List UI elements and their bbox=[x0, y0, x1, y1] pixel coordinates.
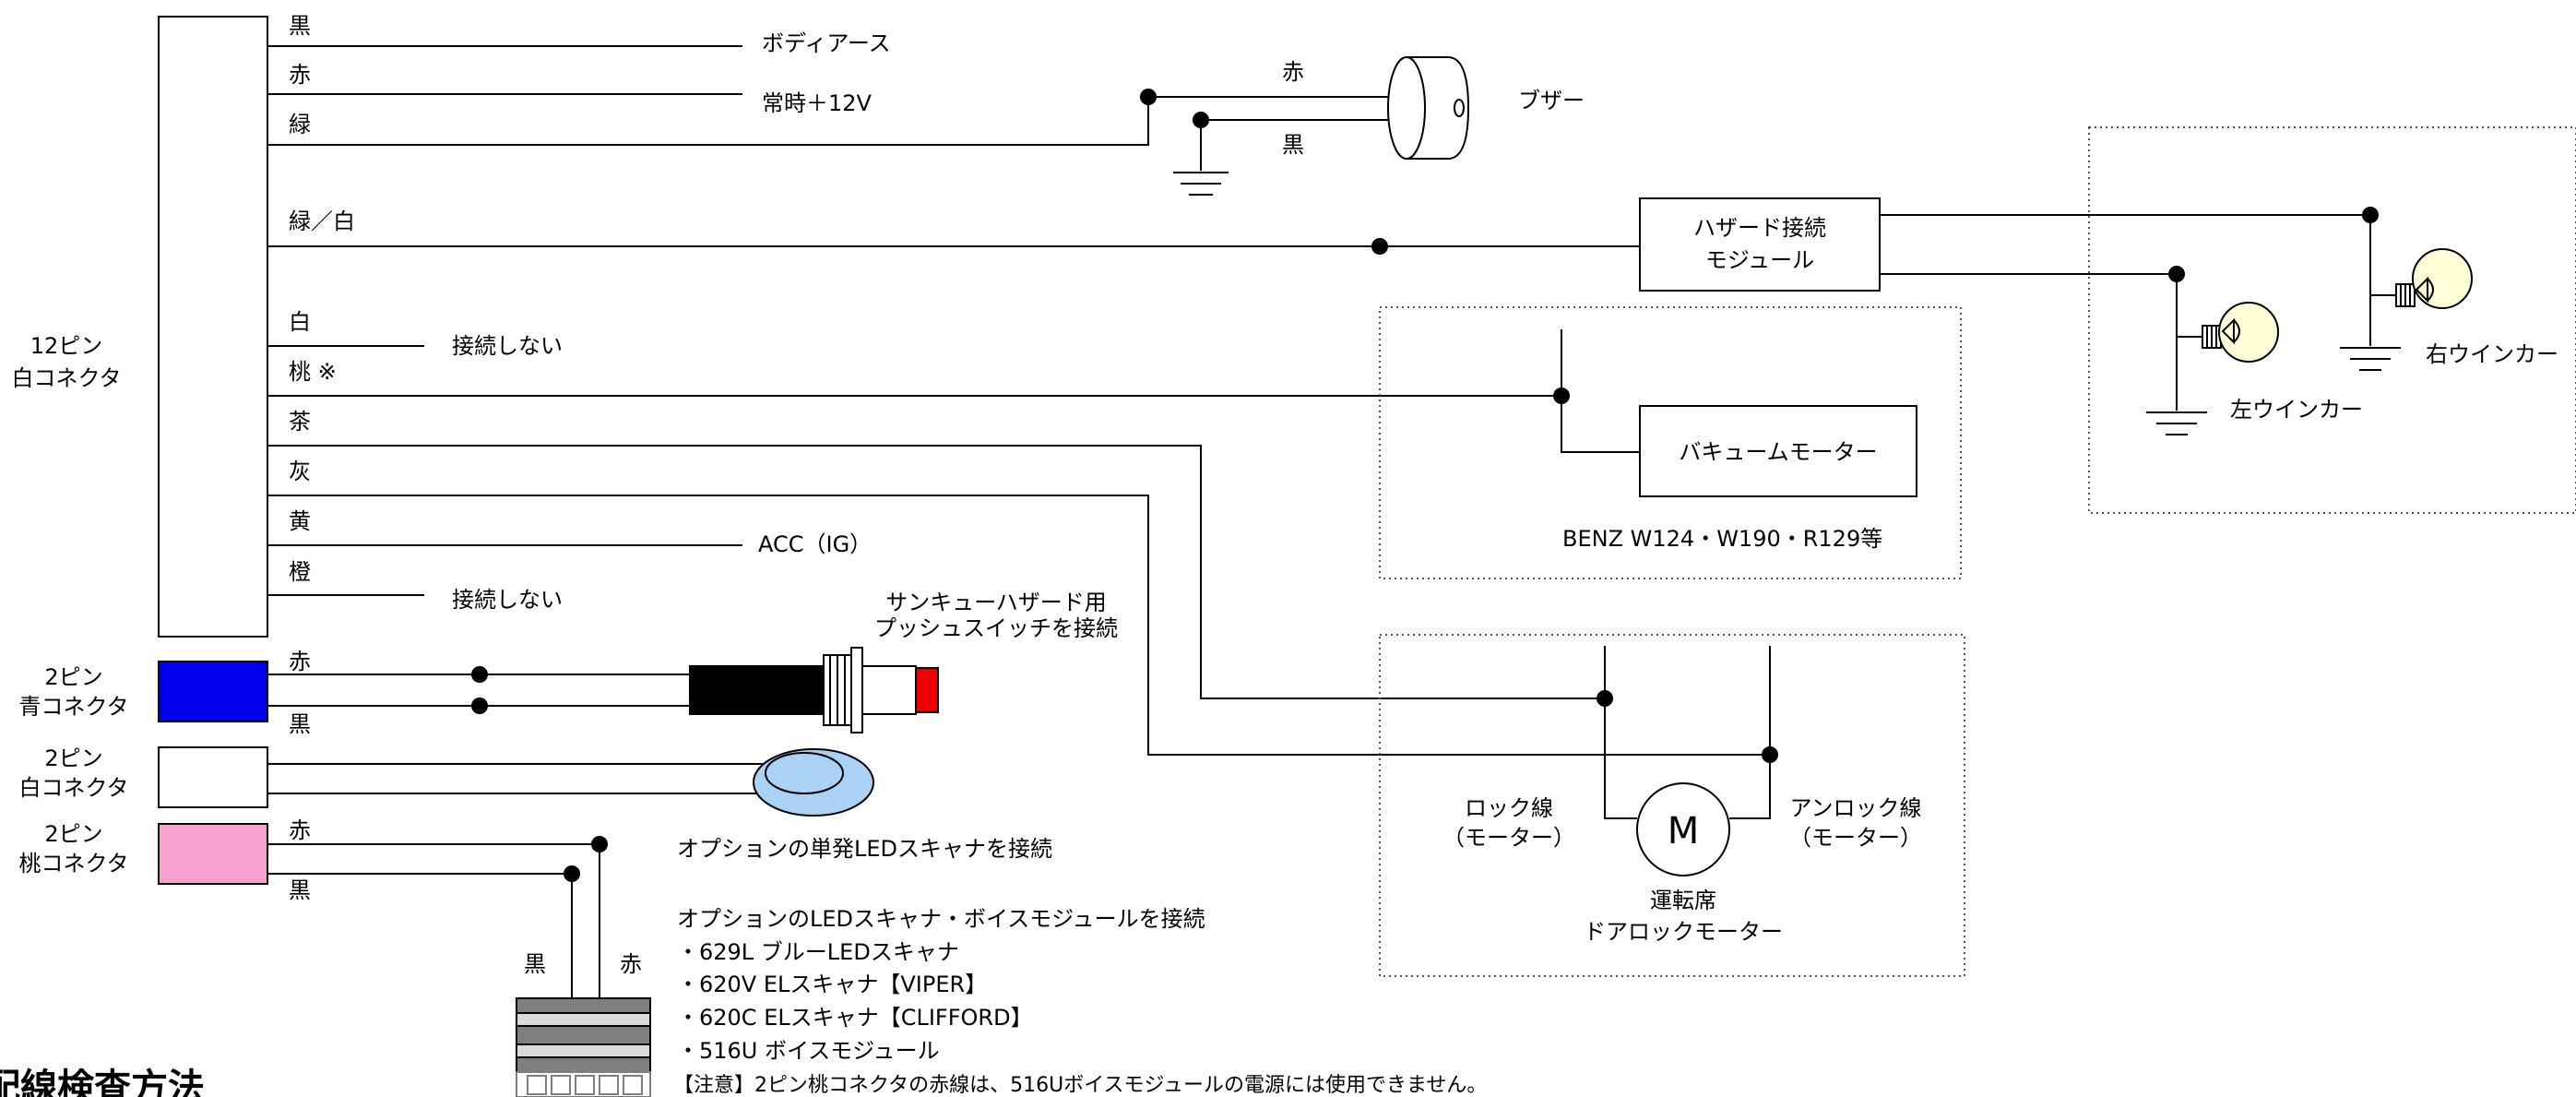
wire-label-gray: 灰 bbox=[289, 459, 311, 484]
connector-blue-wire-red: 赤 bbox=[289, 649, 311, 674]
dest-constant-12v: 常時＋12V bbox=[762, 90, 873, 116]
wire-label-brown: 茶 bbox=[289, 409, 311, 435]
dest-no-connect-2: 接続しない bbox=[452, 587, 563, 613]
wire-label-green: 緑 bbox=[289, 112, 311, 137]
door-lock-area-box bbox=[1379, 634, 1965, 977]
hazard-module-label-1: ハザード接続 bbox=[1693, 215, 1826, 241]
connector-pink-wire-black: 黒 bbox=[289, 877, 311, 903]
left-blinker-bulb-icon bbox=[2202, 302, 2279, 363]
buzzer-icon bbox=[1387, 56, 1470, 160]
junction-dots bbox=[471, 89, 2379, 882]
door-lock-caption-2: ドアロックモーター bbox=[1584, 919, 1783, 945]
wire-label-orange: 橙 bbox=[289, 559, 311, 585]
unlock-wire-sub: （モーター） bbox=[1789, 825, 1922, 851]
plug-wire-red: 赤 bbox=[620, 951, 642, 977]
right-blinker-label: 右ウインカー bbox=[2426, 341, 2558, 367]
connector-pink-label-2: 桃コネクタ bbox=[18, 851, 128, 876]
led-scanner-note: 【注意】2ピン桃コネクタの赤線は、516Uボイスモジュールの電源には使用できませ… bbox=[673, 1074, 1487, 1097]
dest-body-ground: ボディアース bbox=[762, 30, 891, 56]
left-blinker-label: 左ウインカー bbox=[2230, 397, 2363, 423]
connector-white-label-2: 白コネクタ bbox=[18, 775, 128, 801]
push-switch-icon bbox=[689, 647, 939, 733]
vacuum-motor-label: バキュームモーター bbox=[1679, 439, 1877, 465]
connector-pink-body bbox=[158, 823, 268, 885]
right-blinker-bulb-icon bbox=[2395, 248, 2473, 309]
wire-label-pink: 桃 ※ bbox=[289, 359, 337, 385]
led-scanner-single-icon bbox=[753, 748, 874, 817]
plug-wire-black: 黒 bbox=[524, 951, 546, 977]
connector-12pin-label-1: 12ピン bbox=[30, 333, 103, 359]
section-title: 配線検査方法 bbox=[0, 1067, 205, 1097]
connector-white-label-1: 2ピン bbox=[44, 745, 102, 771]
buzzer-wire-black: 黒 bbox=[1282, 132, 1304, 158]
door-lock-caption-1: 運転席 bbox=[1650, 888, 1716, 913]
connector-12pin-body bbox=[158, 16, 268, 638]
buzzer-wire-red: 赤 bbox=[1282, 59, 1304, 85]
door-lock-motor-icon bbox=[1636, 782, 1730, 876]
connector-blue-label-1: 2ピン bbox=[44, 664, 102, 690]
hazard-module-label-2: モジュール bbox=[1705, 247, 1814, 273]
unlock-wire-label: アンロック線 bbox=[1789, 795, 1921, 821]
connector-blue-label-2: 青コネクタ bbox=[18, 694, 128, 720]
vacuum-models-label: BENZ W124・W190・R129等 bbox=[1562, 526, 1882, 552]
dest-no-connect-1: 接続しない bbox=[452, 333, 563, 359]
motor-symbol: M bbox=[1668, 810, 1700, 853]
led-scanner-item: ・516U ボイスモジュール bbox=[677, 1038, 940, 1064]
led-single-label: オプションの単発LEDスキャナを接続 bbox=[677, 836, 1052, 862]
push-switch-label-1: サンキューハザード用 bbox=[885, 590, 1107, 615]
lock-wire-sub: （モーター） bbox=[1442, 825, 1575, 851]
connector-blue-body bbox=[158, 661, 268, 722]
wire-label-yellow: 黄 bbox=[289, 508, 311, 534]
wire-brown bbox=[267, 445, 1605, 699]
led-scanner-heading: オプションのLEDスキャナ・ボイスモジュールを接続 bbox=[677, 906, 1205, 932]
hazard-module-box bbox=[1639, 197, 1881, 292]
vacuum-motor-box bbox=[1639, 405, 1917, 497]
connector-12pin-label-2: 白コネクタ bbox=[11, 365, 121, 391]
wire-label-red: 赤 bbox=[289, 62, 311, 88]
connector-pink-label-1: 2ピン bbox=[44, 821, 102, 847]
blinker-area-box bbox=[2088, 126, 2576, 514]
led-scanner-item: ・629L ブルーLEDスキャナ bbox=[677, 939, 959, 965]
connector-blue-wire-black: 黒 bbox=[289, 711, 311, 737]
wire-label-green-white: 緑／白 bbox=[289, 209, 355, 234]
dest-acc: ACC（IG） bbox=[758, 531, 872, 557]
led-scanner-item: ・620C ELスキャナ【CLIFFORD】 bbox=[677, 1005, 1033, 1031]
led-scanner-item: ・620V ELスキャナ【VIPER】 bbox=[677, 972, 987, 997]
wire-label-black: 黒 bbox=[289, 13, 311, 39]
wire-green bbox=[267, 96, 1388, 146]
buzzer-label: ブザー bbox=[1518, 88, 1585, 113]
push-switch-label-2: プッシュスイッチを接続 bbox=[874, 615, 1118, 641]
lock-wire-label: ロック線 bbox=[1465, 795, 1553, 821]
wire-label-white: 白 bbox=[289, 309, 311, 335]
connector-pink-wire-red: 赤 bbox=[289, 817, 311, 843]
connector-white-body bbox=[158, 746, 268, 808]
led-scanner-plug-icon bbox=[516, 997, 651, 1097]
wire-gray bbox=[267, 495, 1770, 756]
